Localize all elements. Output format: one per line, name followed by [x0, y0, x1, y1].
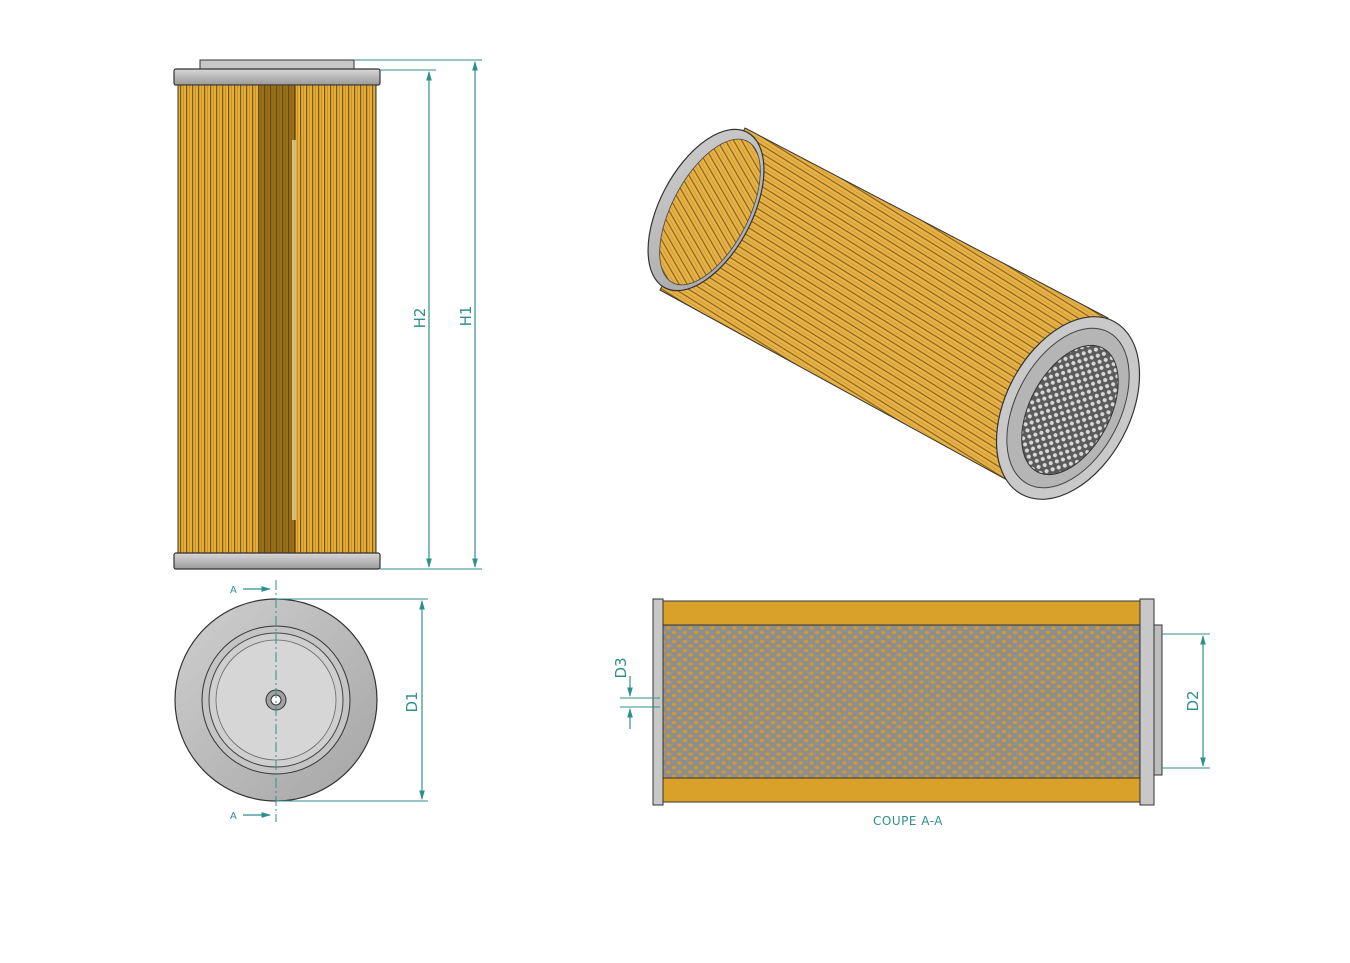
section-media-top	[656, 600, 1146, 626]
isometric-view	[647, 127, 1141, 500]
section-media-bottom	[656, 777, 1146, 803]
section-right-spigot	[1153, 624, 1163, 776]
section-right-cap	[1139, 598, 1155, 806]
section-marker-bottom: A	[230, 811, 237, 822]
section-perforated-core	[659, 624, 1143, 779]
iso-perforated-core	[1021, 344, 1119, 476]
iso-back-cap-inner	[659, 138, 761, 286]
media-highlight	[292, 140, 296, 520]
dimension-label-d2: D2	[1184, 690, 1202, 711]
section-left-cap	[652, 598, 664, 806]
section-caption: COUPE A-A	[873, 814, 943, 828]
media-shadow-band	[258, 85, 296, 553]
bottom-end-cap	[173, 552, 381, 570]
section-view: D3 D2 COUPE A-A	[612, 598, 1210, 828]
dimension-label-h1: H1	[457, 306, 475, 327]
dimension-label-d3: D3	[612, 657, 630, 678]
dimension-label-d1: D1	[403, 691, 421, 712]
dimension-label-h2: H2	[411, 308, 429, 329]
top-end-cap	[173, 68, 381, 86]
end-view: A A D1	[174, 580, 428, 822]
front-view: H2 H1	[173, 59, 482, 570]
section-marker-top: A	[230, 585, 237, 596]
